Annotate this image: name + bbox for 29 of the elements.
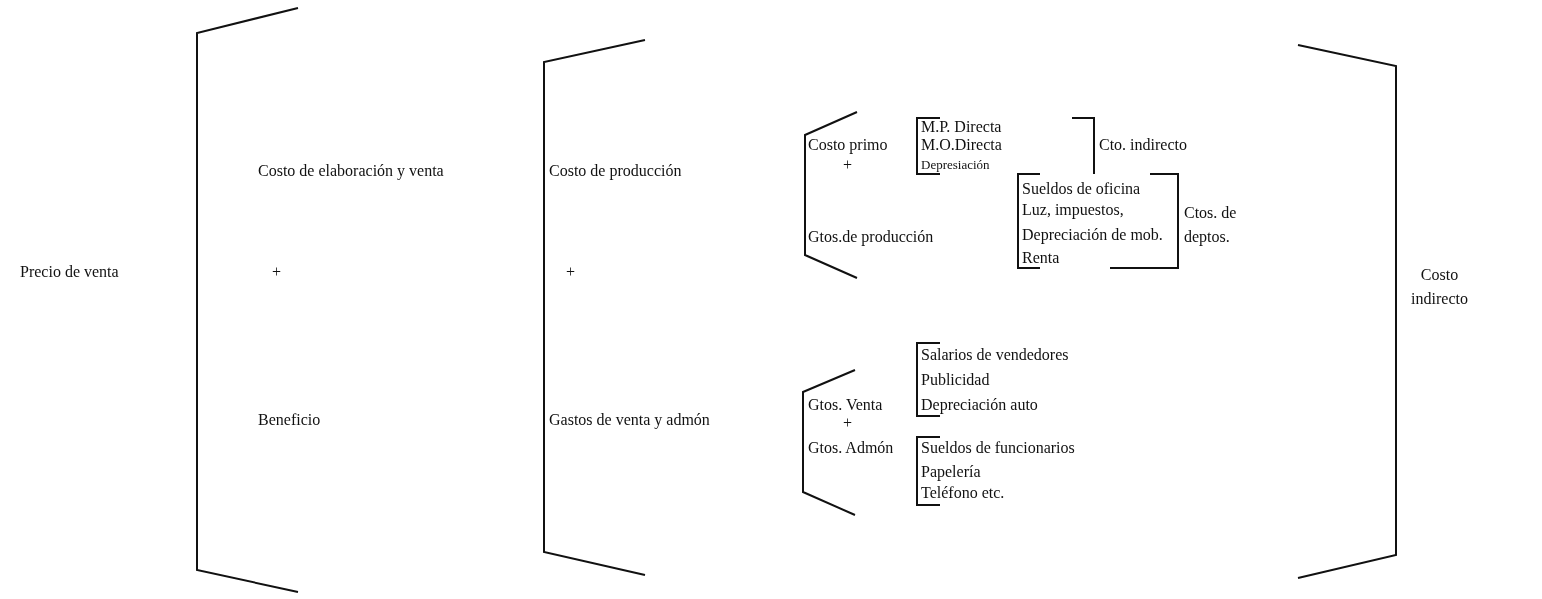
term-label: Beneficio: [258, 411, 321, 429]
term-label: Sueldos de funcionarios: [921, 439, 1075, 457]
term-label: Precio de venta: [20, 263, 119, 281]
term-label: M.O.Directa: [921, 136, 1002, 154]
term-label: Teléfono etc.: [921, 484, 1005, 502]
term-label: Costo de producción: [549, 162, 682, 180]
term-label: M.P. Directa: [921, 118, 1002, 136]
term-label: Depreciación auto: [921, 396, 1038, 414]
plus-sign: +: [843, 156, 853, 174]
term-label: Cto. indirecto: [1099, 136, 1187, 154]
term-label: Costo primo: [808, 136, 888, 154]
term-label: Publicidad: [921, 371, 990, 389]
term-label: Gtos. Admón: [808, 439, 894, 457]
term-label: Ctos. de deptos.: [1184, 203, 1238, 248]
term-label: Sueldos de oficina: [1022, 180, 1141, 198]
term-label: Luz, impuestos,: [1022, 201, 1124, 219]
term-label: Renta: [1022, 249, 1060, 267]
plus-sign: +: [566, 263, 576, 281]
term-label: Costo indirecto: [1410, 265, 1469, 309]
term-label: Salarios de vendedores: [921, 346, 1069, 364]
term-label: Costo de elaboración y venta: [258, 162, 444, 180]
term-label: Gtos.de producción: [808, 228, 934, 246]
term-label: Gastos de venta y admón: [549, 411, 710, 429]
plus-sign: +: [272, 263, 282, 281]
plus-sign: +: [843, 414, 853, 432]
term-label: Depresiación: [921, 156, 990, 174]
term-label: Gtos. Venta: [808, 396, 883, 414]
term-label: Depreciación de mob.: [1022, 226, 1163, 244]
term-label: Papelería: [921, 463, 981, 481]
